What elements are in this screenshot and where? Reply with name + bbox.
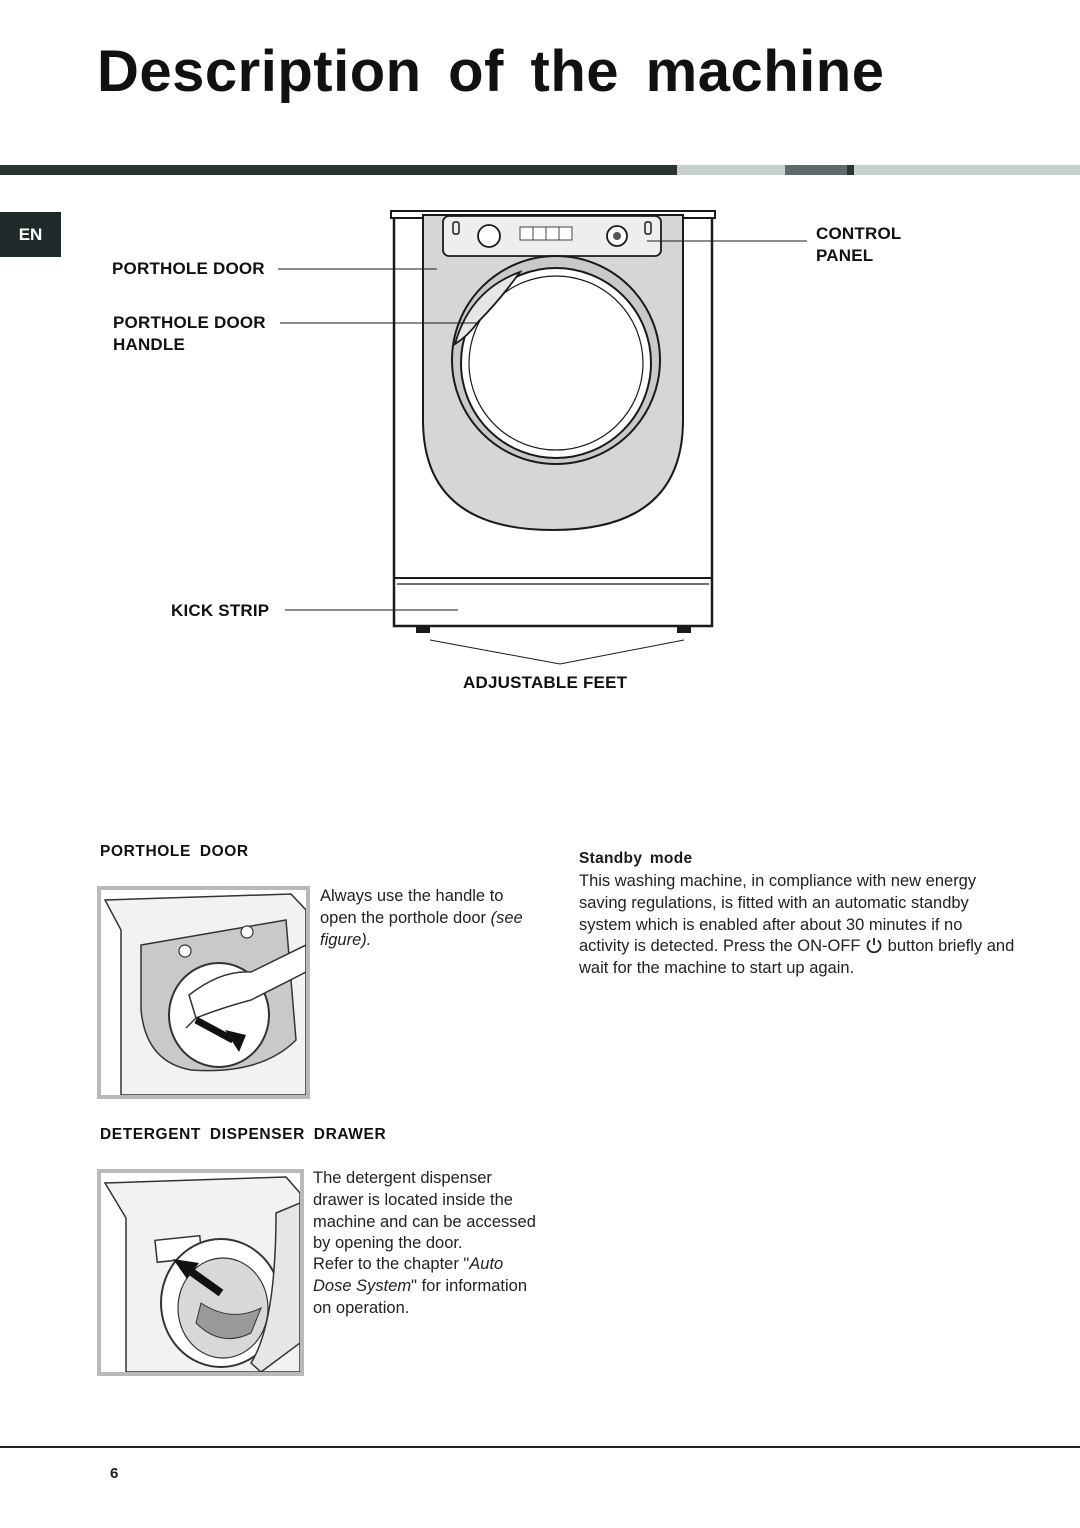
header-band-dark: [0, 165, 677, 175]
porthole-door-text-main: Always use the handle to open the portho…: [320, 887, 504, 927]
label-porthole-door-handle-line1: PORTHOLE DOOR: [113, 313, 266, 332]
detergent-drawer-paragraph2: Refer to the chapter "Auto Dose System" …: [313, 1254, 538, 1319]
page-title: Description of the machine: [97, 39, 885, 104]
detergent-drawer-paragraph2-italic: Auto Dose System: [313, 1255, 504, 1295]
porthole-handle-shape: [453, 270, 523, 346]
label-porthole-door: PORTHOLE DOOR: [112, 259, 265, 278]
standby-text-before-icon: This washing machine, in compliance with…: [579, 872, 977, 956]
right-foot: [677, 626, 691, 633]
standby-heading: Standby mode: [579, 850, 693, 867]
footer-rule: [0, 1446, 1080, 1448]
washing-machine-diagram: [278, 210, 807, 665]
porthole-glass: [460, 267, 652, 459]
porthole-door-heading: PORTHOLE DOOR: [100, 843, 249, 860]
program-knob: [477, 224, 501, 248]
detergent-drawer-text: The detergent dispenser drawer is locate…: [313, 1168, 538, 1320]
standby-text: This washing machine, in compliance with…: [579, 871, 1015, 980]
detergent-drawer-illustration: [97, 1169, 304, 1376]
label-porthole-door-handle: PORTHOLE DOOR HANDLE: [113, 312, 266, 356]
label-control-panel: CONTROL PANEL: [816, 223, 901, 267]
header-band-light-end: [854, 165, 1080, 175]
detergent-drawer-heading: DETERGENT DISPENSER DRAWER: [100, 1126, 387, 1143]
detergent-drawer-paragraph2-end: " for information on operation.: [313, 1276, 528, 1317]
label-porthole-door-handle-line2: HANDLE: [113, 335, 186, 354]
left-foot: [416, 626, 430, 633]
label-control-panel-line2: PANEL: [816, 246, 874, 265]
porthole-door-text: Always use the handle to open the portho…: [320, 886, 542, 951]
header-band-mid: [785, 165, 847, 175]
detergent-drawer-paragraph1: The detergent dispenser drawer is locate…: [313, 1169, 536, 1253]
language-tab: EN: [0, 212, 61, 257]
detergent-drawer-paragraph2-start: Refer to the chapter ": [313, 1255, 470, 1274]
header-band-light: [677, 165, 785, 175]
standby-text-after-icon: button briefly and wait for the machine …: [579, 937, 1015, 978]
porthole-door-text-italic: (see figure).: [320, 908, 523, 949]
label-kick-strip: KICK STRIP: [171, 601, 270, 620]
power-icon: [865, 936, 883, 954]
header-band-accent: [847, 165, 854, 175]
page-number: 6: [110, 1465, 119, 1482]
porthole-door-illustration: [97, 886, 310, 1099]
label-adjustable-feet: ADJUSTABLE FEET: [463, 673, 628, 692]
label-control-panel-line1: CONTROL: [816, 224, 902, 243]
